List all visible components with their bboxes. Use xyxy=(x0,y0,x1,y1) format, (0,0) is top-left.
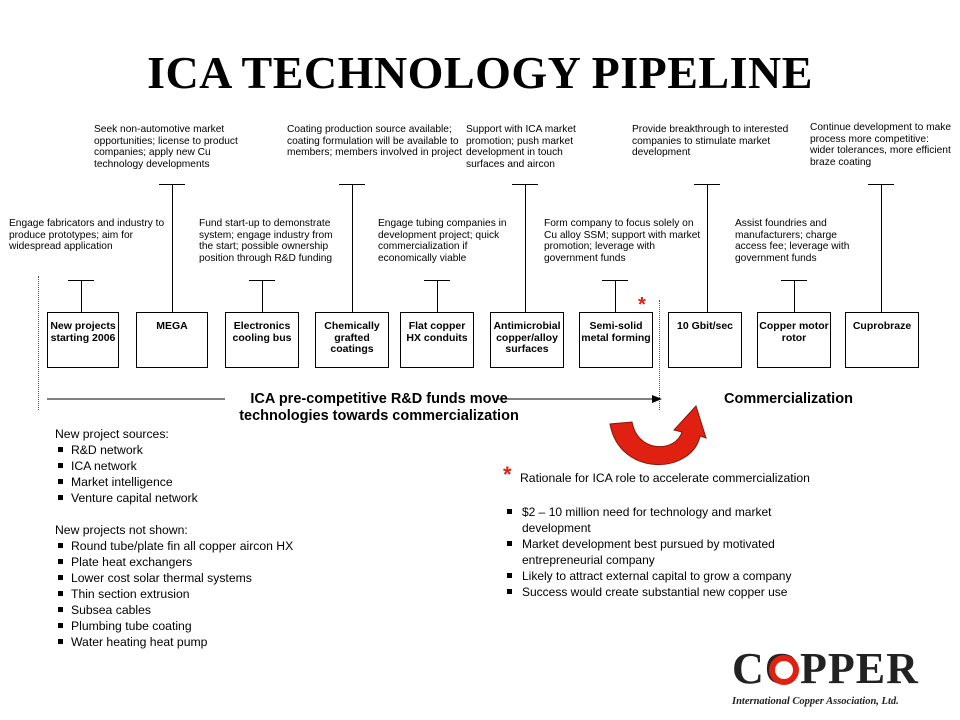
list-item: Market intelligence xyxy=(55,474,355,490)
list-item: R&D network xyxy=(55,442,355,458)
commercialization-label: Commercialization xyxy=(724,391,853,407)
pipeline-arrow-label: ICA pre-competitive R&D funds move techn… xyxy=(239,391,519,424)
star-marker: * xyxy=(638,294,646,316)
logo-wordmark: COPPER xyxy=(732,644,919,693)
connector-stem xyxy=(794,280,795,312)
connector-stem xyxy=(81,280,82,312)
box-semi-solid: Semi-solid metal forming xyxy=(579,312,653,368)
list-item: $2 – 10 million need for technology and … xyxy=(504,504,824,536)
list-item: Plumbing tube coating xyxy=(55,618,355,634)
box-chemically-grafted: Chemically grafted coatings xyxy=(315,312,389,368)
box-mega: MEGA xyxy=(136,312,208,368)
not-shown-heading: New projects not shown: xyxy=(55,523,188,537)
box-10gbit: 10 Gbit/sec xyxy=(668,312,742,368)
list-item: Thin section extrusion xyxy=(55,586,355,602)
ica-logo: COPPER International Copper Association,… xyxy=(732,646,932,712)
connector-stem xyxy=(881,184,882,312)
logo-sun-icon xyxy=(769,655,799,685)
box-cuprobraze: Cuprobraze xyxy=(845,312,919,368)
note-mega: Seek non-automotive market opportunities… xyxy=(94,124,238,170)
separator-left xyxy=(38,276,39,410)
list-item: ICA network xyxy=(55,458,355,474)
list-item: Lower cost solar thermal systems xyxy=(55,570,355,586)
list-item: Plate heat exchangers xyxy=(55,554,355,570)
list-item: Likely to attract external capital to gr… xyxy=(504,568,824,584)
note-flat-copper: Engage tubing companies in development p… xyxy=(378,218,507,264)
box-flat-copper: Flat copper HX conduits xyxy=(400,312,474,368)
connector-stem xyxy=(352,184,353,312)
note-electronics: Fund start-up to demonstrate system; eng… xyxy=(199,218,333,264)
note-motor-rotor: Assist foundries and manufacturers; char… xyxy=(735,218,850,264)
connector-stem xyxy=(437,280,438,312)
note-semi-solid: Form company to focus solely on Cu alloy… xyxy=(544,218,701,264)
box-antimicrobial: Antimicrobial copper/alloy surfaces xyxy=(490,312,564,368)
connector-stem xyxy=(262,280,263,312)
rationale-heading: Rationale for ICA role to accelerate com… xyxy=(520,471,810,485)
rationale-list: $2 – 10 million need for technology and … xyxy=(504,504,824,600)
box-motor-rotor: Copper motor rotor xyxy=(757,312,831,368)
separator-commercialization xyxy=(659,300,660,410)
note-cuprobraze: Continue development to make process mor… xyxy=(810,122,952,168)
curved-arrow-icon xyxy=(609,405,707,466)
note-new-projects: Engage fabricators and industry to produ… xyxy=(9,218,165,252)
note-10gbit: Provide breakthrough to interested compa… xyxy=(632,124,789,158)
list-item: Water heating heat pump xyxy=(55,634,355,650)
list-item: Round tube/plate fin all copper aircon H… xyxy=(55,538,355,554)
project-sources-list: New project sources: R&D network ICA net… xyxy=(55,426,355,650)
box-new-projects: New projects starting 2006 xyxy=(47,312,119,368)
logo-tagline: International Copper Association, Ltd. xyxy=(732,696,899,707)
box-electronics-cooling: Electronics cooling bus xyxy=(225,312,299,368)
list-item: Venture capital network xyxy=(55,490,355,506)
list-item: Success would create substantial new cop… xyxy=(504,584,824,600)
page-title: ICA TECHNOLOGY PIPELINE xyxy=(147,47,813,98)
list-item: Market development best pursued by motiv… xyxy=(504,536,824,568)
connector-stem xyxy=(172,184,173,312)
note-chemically-grafted: Coating production source available; coa… xyxy=(287,124,462,158)
list-item: Subsea cables xyxy=(55,602,355,618)
note-antimicrobial: Support with ICA market promotion; push … xyxy=(466,124,576,170)
connector-stem xyxy=(525,184,526,312)
connector-stem xyxy=(615,280,616,312)
sources-heading: New project sources: xyxy=(55,427,169,441)
connector-stem xyxy=(707,184,708,312)
rationale-star: * xyxy=(503,462,512,487)
